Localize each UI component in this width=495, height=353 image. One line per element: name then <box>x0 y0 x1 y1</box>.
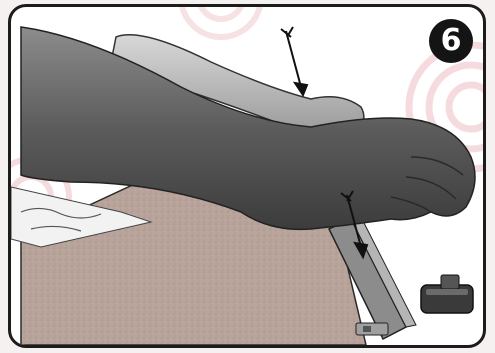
arrow-down-icon <box>281 27 307 95</box>
end-cap <box>421 275 473 313</box>
lower-arm <box>21 27 475 229</box>
background-swirl-top <box>181 7 261 37</box>
step-number-badge: 6 <box>429 19 473 63</box>
assembly-illustration <box>11 7 483 345</box>
step-frame: 6 <box>8 4 486 348</box>
